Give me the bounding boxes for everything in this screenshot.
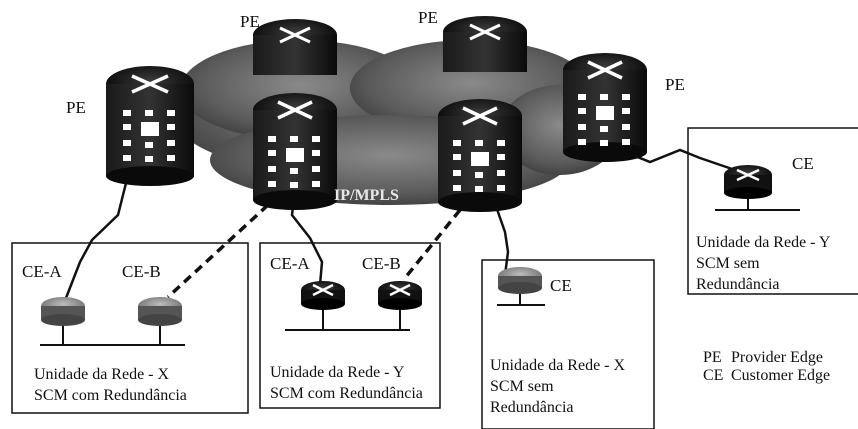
cloud-label: IP/MPLS (334, 187, 399, 204)
site4-line1: Unidade da Rede - Y (696, 234, 831, 251)
site2-line2: SCM com Redundância (270, 385, 423, 402)
ce-a-router-site1 (41, 297, 85, 326)
site2-line1: Unidade da Rede - Y (270, 364, 405, 381)
pe-label-top-left: PE (240, 12, 260, 31)
site3-line3: Redundância (490, 399, 574, 416)
legend-pe-abbr: PE (703, 349, 722, 366)
site4-box (687, 127, 858, 295)
legend-ce-text: Customer Edge (731, 367, 831, 384)
pe-label-right: PE (665, 75, 685, 94)
site3-description: Unidade da Rede - X SCM sem Redundância (490, 355, 625, 418)
ip-mpls-cloud (175, 40, 620, 205)
pe-label-left: PE (66, 98, 86, 117)
site2-ce-a-label: CE-A (270, 254, 310, 273)
legend-pe: PE Provider Edge (703, 349, 823, 367)
link-dashed-site1 (166, 203, 270, 299)
site1-line2: SCM com Redundância (34, 387, 187, 404)
ce-router-site3 (498, 267, 542, 294)
pe-router-top-right (443, 16, 527, 72)
pe-label-top-right: PE (418, 8, 438, 27)
site2-box (259, 242, 441, 409)
legend-pe-text: Provider Edge (731, 349, 823, 366)
legend-ce: CE Customer Edge (703, 367, 830, 385)
link-pe-ce-site4 (619, 148, 736, 172)
legend-ce-abbr: CE (703, 367, 724, 384)
site4-line3: Redundância (696, 276, 780, 293)
site1-ce-a-label: CE-A (22, 262, 62, 281)
ce-router-site4 (724, 165, 772, 199)
lan-lines (40, 195, 800, 346)
site2-description: Unidade da Rede - Y SCM com Redundância (270, 362, 423, 404)
pe-router-left (106, 66, 194, 186)
site1-box (11, 242, 249, 414)
site2-ce-b-label: CE-B (362, 254, 401, 273)
site1-ce-b-label: CE-B (122, 262, 161, 281)
pe-router-top-left (253, 19, 337, 75)
pe-port-grids (123, 94, 630, 192)
site3-line2: SCM sem (490, 378, 554, 395)
site4-ce-label: CE (792, 154, 814, 173)
link-pe-ce-a-site1 (64, 174, 130, 299)
site3-line1: Unidade da Rede - X (490, 357, 626, 374)
ce-b-router-site2 (378, 281, 422, 310)
ce-a-router-site2 (301, 281, 345, 310)
site1-description: Unidade da Rede - X SCM com Redundância (34, 364, 187, 406)
site1-line1: Unidade da Rede - X (34, 366, 170, 383)
site3-box (481, 259, 655, 429)
link-dashed-site2 (403, 208, 462, 280)
site3-ce-label: CE (550, 276, 572, 295)
site4-line2: SCM sem (696, 255, 760, 272)
site4-description: Unidade da Rede - Y SCM sem Redundância (696, 232, 830, 295)
ce-b-router-site1 (138, 297, 182, 326)
